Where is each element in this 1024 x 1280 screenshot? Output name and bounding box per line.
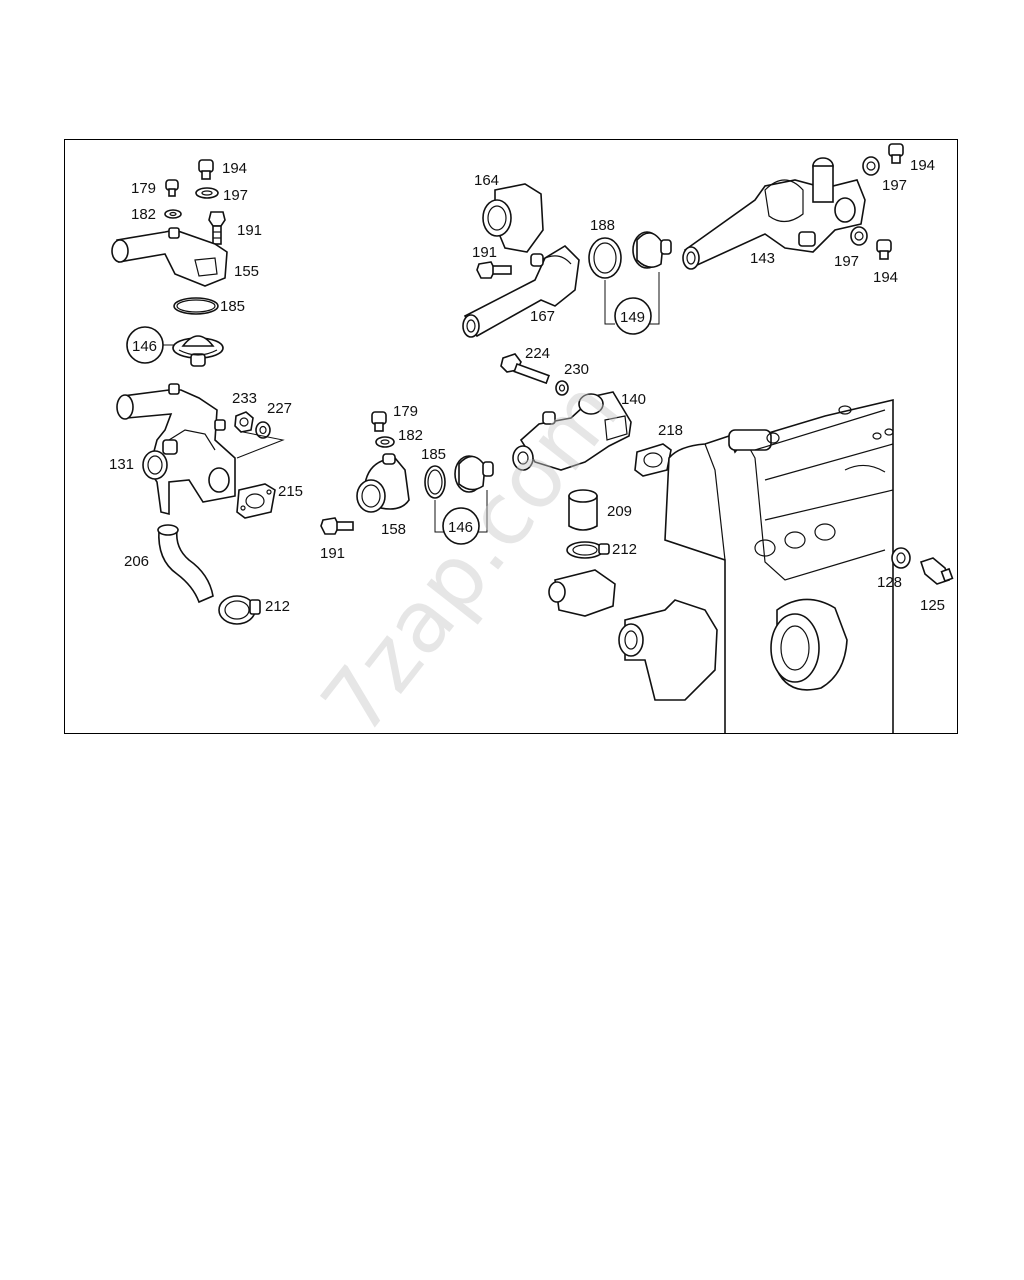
part-washer-182-left (164, 209, 182, 219)
part-clamp-212-left (218, 595, 261, 625)
callout-182-left: 182 (131, 206, 156, 223)
part-thermostat-146-left (172, 335, 224, 367)
callout-185-center: 185 (421, 446, 446, 463)
callout-218: 218 (658, 422, 683, 439)
part-oring-185-left (173, 297, 219, 315)
part-washer-197-left (195, 187, 219, 199)
callout-164: 164 (474, 172, 499, 189)
part-cover-158 (356, 453, 410, 513)
part-thermostat-149 (632, 231, 672, 269)
part-sensor-125 (919, 557, 954, 585)
part-washer-182-center (375, 436, 395, 448)
callout-146-center: 146 (448, 519, 473, 536)
part-washer-227 (255, 421, 271, 439)
callout-149-bracket (604, 272, 660, 335)
part-oring-185-center (424, 465, 446, 499)
callout-131: 131 (109, 456, 134, 473)
callout-206: 206 (124, 553, 149, 570)
callout-140: 140 (621, 391, 646, 408)
engine-block-illustration (548, 398, 894, 733)
callout-125: 125 (920, 597, 945, 614)
leader-233-227 (236, 431, 285, 459)
callout-194-left: 194 (222, 160, 247, 177)
part-nut-233 (234, 411, 254, 433)
callout-179-left: 179 (131, 180, 156, 197)
callout-191-upper: 191 (472, 244, 497, 261)
callout-167: 167 (530, 308, 555, 325)
part-bolt-194-lower-right (876, 239, 892, 260)
part-cover-164 (482, 183, 544, 253)
parts-diagram-frame: 194 179 197 182 191 155 185 146 233 227 … (64, 139, 958, 734)
callout-209: 209 (607, 503, 632, 520)
part-washer-230 (555, 380, 569, 396)
callout-128: 128 (877, 574, 902, 591)
part-washer-197-lower-right (850, 226, 868, 246)
callout-185-left: 185 (220, 298, 245, 315)
callout-155: 155 (234, 263, 259, 280)
callout-197-lower-right: 197 (834, 253, 859, 270)
part-bolt-191-center (320, 517, 354, 535)
callout-149: 149 (620, 309, 645, 326)
part-bolt-194-upper-right (888, 143, 904, 164)
callout-146-left: 146 (132, 338, 157, 355)
callout-227: 227 (267, 400, 292, 417)
part-hose-209 (568, 489, 598, 531)
part-bolt-179-center (371, 411, 387, 432)
part-thermostat-146-center (454, 455, 494, 493)
part-plug-128 (891, 547, 911, 569)
callout-224: 224 (525, 345, 550, 362)
part-gasket-215 (236, 483, 276, 519)
part-housing-143 (682, 157, 866, 270)
part-seal-188 (588, 237, 622, 279)
callout-197-left: 197 (223, 187, 248, 204)
part-housing-140 (512, 391, 632, 471)
part-washer-197-upper-right (862, 156, 880, 176)
part-bolt-191-left (208, 211, 226, 245)
part-bolt-179-left (165, 179, 179, 197)
callout-194-lower-right: 194 (873, 269, 898, 286)
part-water-pump-131 (116, 383, 236, 516)
callout-212-left: 212 (265, 598, 290, 615)
callout-191-left: 191 (237, 222, 262, 239)
part-clamp-212-center (566, 541, 610, 559)
callout-146-left-circle (126, 326, 175, 364)
callout-158: 158 (381, 521, 406, 538)
callout-188: 188 (590, 217, 615, 234)
callout-143: 143 (750, 250, 775, 267)
part-bolt-191-upper (476, 261, 512, 279)
callout-146-center-bracket (434, 490, 488, 545)
callout-191-center: 191 (320, 545, 345, 562)
callout-182-center: 182 (398, 427, 423, 444)
callout-230: 230 (564, 361, 589, 378)
part-bolt-194-left (198, 159, 214, 180)
callout-233: 233 (232, 390, 257, 407)
part-bolt-224 (500, 353, 550, 385)
callout-212-center: 212 (612, 541, 637, 558)
callout-197-upper-right: 197 (882, 177, 907, 194)
part-hose-206 (157, 524, 214, 604)
part-gasket-218 (634, 443, 672, 477)
callout-179-center: 179 (393, 403, 418, 420)
part-housing-167 (462, 244, 580, 338)
callout-215: 215 (278, 483, 303, 500)
exploded-parts-diagram: 194 179 197 182 191 155 185 146 233 227 … (109, 143, 954, 733)
callout-194-upper-right: 194 (910, 157, 935, 174)
part-housing-155 (111, 227, 228, 287)
